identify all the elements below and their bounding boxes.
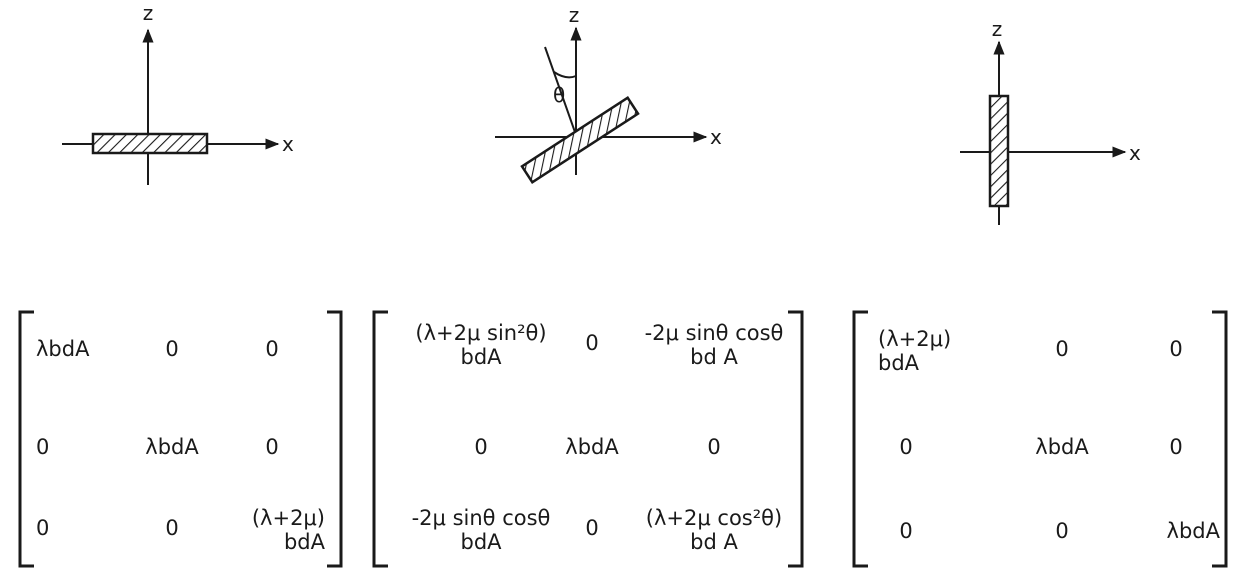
plate-tilted: [520, 95, 640, 185]
matrix-tilted-cell-r0-c2-line0: -2μ sinθ cosθ: [645, 321, 784, 345]
matrix-tilted-cell-r2-c1: 0: [585, 516, 598, 540]
diagram-horizontal: z x: [62, 1, 294, 185]
plate-horizontal: [91, 132, 209, 155]
matrix-tilted-cell-r2-c0-line0: -2μ sinθ cosθ: [412, 506, 551, 530]
matrix-vertical-cell-r0-c1: 0: [1055, 337, 1068, 361]
z-axis-label: z: [569, 3, 580, 27]
matrix-tilted-cell-r2-c0-line1: bdA: [460, 530, 502, 554]
matrix-horizontal-cell-r0-c0: λbdA: [36, 337, 90, 361]
matrix-horizontal-cell-r1-c2: 0: [265, 435, 278, 459]
diagram-tilted: z x θ: [495, 3, 722, 185]
matrix-horizontal-right-bracket: [327, 310, 343, 568]
matrix-tilted-cell-r0-c1: 0: [585, 331, 598, 355]
matrix-vertical-left-bracket: [852, 310, 868, 568]
plate-vertical: [988, 94, 1010, 208]
matrix-horizontal-cell-r2-c2-line0: (λ+2μ): [252, 506, 325, 530]
matrix-vertical-right-bracket: [1212, 310, 1228, 568]
matrix-horizontal-cell-r2-c2-line1: bdA: [284, 530, 326, 554]
matrix-horizontal-cell-r2-c1: 0: [165, 516, 178, 540]
matrix-horizontal-cell-r2-c0: 0: [36, 516, 49, 540]
normal-line: [544, 46, 577, 136]
matrix-vertical-cell-r0-c0-line0: (λ+2μ): [878, 327, 951, 351]
matrix-vertical-cell-r0-c0-line1: bdA: [878, 351, 920, 375]
matrix-tilted-cell-r2-c2-line1: bd A: [690, 530, 738, 554]
matrix-tilted-cell-r1-c1: λbdA: [565, 435, 619, 459]
matrix-horizontal-cell-r0-c1: 0: [165, 337, 178, 361]
x-axis-label: x: [282, 132, 294, 156]
x-axis-label: x: [1129, 141, 1141, 165]
matrix-tilted-cell-r1-c0: 0: [474, 435, 487, 459]
matrix-horizontal-cell-r1-c0: 0: [36, 435, 49, 459]
matrix-tilted-right-bracket: [788, 310, 804, 568]
matrix-horizontal-cell-r1-c1: λbdA: [145, 435, 199, 459]
matrix-tilted-cell-r2-c2-line0: (λ+2μ cos²θ): [646, 506, 782, 530]
matrix-vertical-cell-r1-c2: 0: [1169, 435, 1182, 459]
diagram-vertical: z x: [960, 17, 1141, 225]
matrix-brackets: [18, 310, 1228, 568]
x-axis-label: x: [710, 125, 722, 149]
matrix-horizontal-cell-r0-c2: 0: [265, 337, 278, 361]
matrix-horizontal-left-bracket: [18, 310, 34, 568]
angle-arc: [553, 71, 577, 79]
z-axis-label: z: [143, 1, 154, 25]
z-axis-label: z: [992, 17, 1003, 41]
matrix-tilted-cell-r0-c2-line1: bd A: [690, 345, 738, 369]
matrix-vertical-cell-r2-c0: 0: [899, 519, 912, 543]
matrix-tilted-cell-r0-c0-line0: (λ+2μ sin²θ): [415, 321, 546, 345]
theta-label: θ: [553, 83, 565, 107]
matrix-tilted-cell-r0-c0-line1: bdA: [460, 345, 502, 369]
matrix-vertical-cell-r2-c1: 0: [1055, 519, 1068, 543]
matrix-vertical-cell-r2-c2: λbdA: [1167, 519, 1221, 543]
matrix-vertical-cell-r1-c1: λbdA: [1035, 435, 1089, 459]
matrix-tilted-cell-r1-c2: 0: [707, 435, 720, 459]
matrix-vertical-cell-r1-c0: 0: [899, 435, 912, 459]
matrix-tilted-left-bracket: [372, 310, 388, 568]
matrix-vertical-cell-r0-c2: 0: [1169, 337, 1182, 361]
